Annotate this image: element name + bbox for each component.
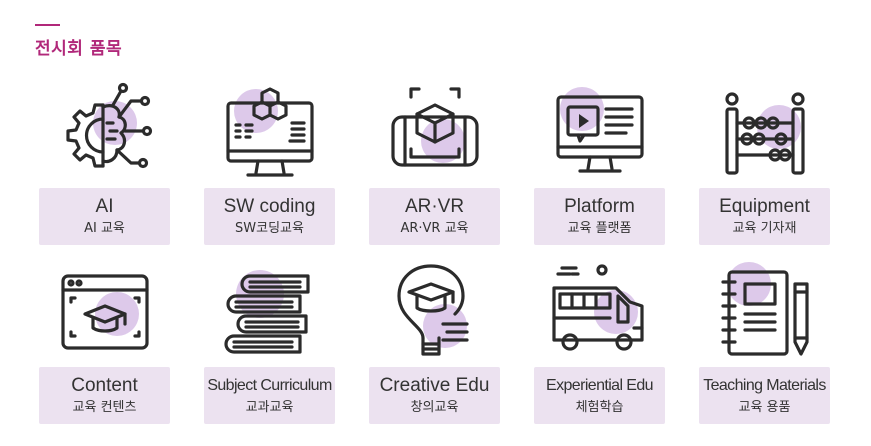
item-title-en: AR·VR — [404, 195, 465, 217]
lightbulb-cap-icon — [369, 257, 500, 367]
section-title: 전시회 품목 — [35, 39, 123, 59]
abacus-icon — [699, 78, 830, 188]
item-card-experiential-edu[interactable]: Experiential Edu 체험학습 — [534, 257, 665, 424]
platform-video-monitor-icon — [534, 78, 665, 188]
item-card-creative-edu[interactable]: Creative Edu 창의교육 — [369, 257, 500, 424]
item-label-box: Teaching Materials 교육 용품 — [699, 367, 830, 424]
item-title-en: Subject Curriculum — [207, 376, 332, 394]
item-label-box: Equipment 교육 기자재 — [699, 188, 830, 245]
ai-brain-gear-icon — [39, 78, 170, 188]
item-title-ko: AR·VR 교육 — [400, 220, 469, 236]
item-card-content[interactable]: Content 교육 컨텐츠 — [39, 257, 170, 424]
graduation-cap-window-icon — [39, 257, 170, 367]
item-title-ko: 교육 컨텐츠 — [72, 399, 137, 415]
item-title-en: Experiential Edu — [546, 376, 654, 394]
title-accent-bar — [35, 24, 60, 26]
sw-coding-monitor-icon — [204, 78, 335, 188]
item-card-ar-vr[interactable]: AR·VR AR·VR 교육 — [369, 78, 500, 245]
item-card-platform[interactable]: Platform 교육 플랫폼 — [534, 78, 665, 245]
item-title-ko: 교과교육 — [245, 399, 294, 415]
exhibit-items-grid: AI AI 교육 SW coding SW코딩교육 — [39, 78, 830, 424]
item-title-ko: 체험학습 — [575, 399, 624, 415]
item-label-box: AR·VR AR·VR 교육 — [369, 188, 500, 245]
item-title-ko: 교육 기자재 — [732, 220, 797, 236]
item-title-ko: 교육 플랫폼 — [567, 220, 632, 236]
item-label-box: SW coding SW코딩교육 — [204, 188, 335, 245]
item-title-ko: SW코딩교육 — [235, 220, 304, 236]
item-label-box: Creative Edu 창의교육 — [369, 367, 500, 424]
item-title-ko: 교육 용품 — [738, 399, 791, 415]
item-title-en: SW coding — [223, 195, 316, 217]
item-label-box: Content 교육 컨텐츠 — [39, 367, 170, 424]
item-title-en: Platform — [564, 195, 635, 217]
item-title-en: AI — [95, 195, 114, 217]
section-header: 전시회 품목 — [35, 24, 122, 59]
item-label-box: Subject Curriculum 교과교육 — [204, 367, 335, 424]
ar-vr-cube-icon — [369, 78, 500, 188]
item-label-box: Platform 교육 플랫폼 — [534, 188, 665, 245]
item-title-en: Creative Edu — [379, 374, 490, 396]
item-card-equipment[interactable]: Equipment 교육 기자재 — [699, 78, 830, 245]
item-title-ko: AI 교육 — [84, 220, 125, 236]
notebook-pencil-icon — [699, 257, 830, 367]
item-label-box: AI AI 교육 — [39, 188, 170, 245]
item-card-subject-curriculum[interactable]: Subject Curriculum 교과교육 — [204, 257, 335, 424]
book-stack-icon — [204, 257, 335, 367]
item-label-box: Experiential Edu 체험학습 — [534, 367, 665, 424]
item-title-en: Teaching Materials — [703, 376, 826, 394]
item-title-en: Equipment — [719, 195, 810, 217]
item-title-en: Content — [71, 374, 138, 396]
item-card-teaching-materials[interactable]: Teaching Materials 교육 용품 — [699, 257, 830, 424]
item-card-ai[interactable]: AI AI 교육 — [39, 78, 170, 245]
item-card-sw-coding[interactable]: SW coding SW코딩교육 — [204, 78, 335, 245]
item-title-ko: 창의교육 — [410, 399, 459, 415]
school-bus-icon — [534, 257, 665, 367]
